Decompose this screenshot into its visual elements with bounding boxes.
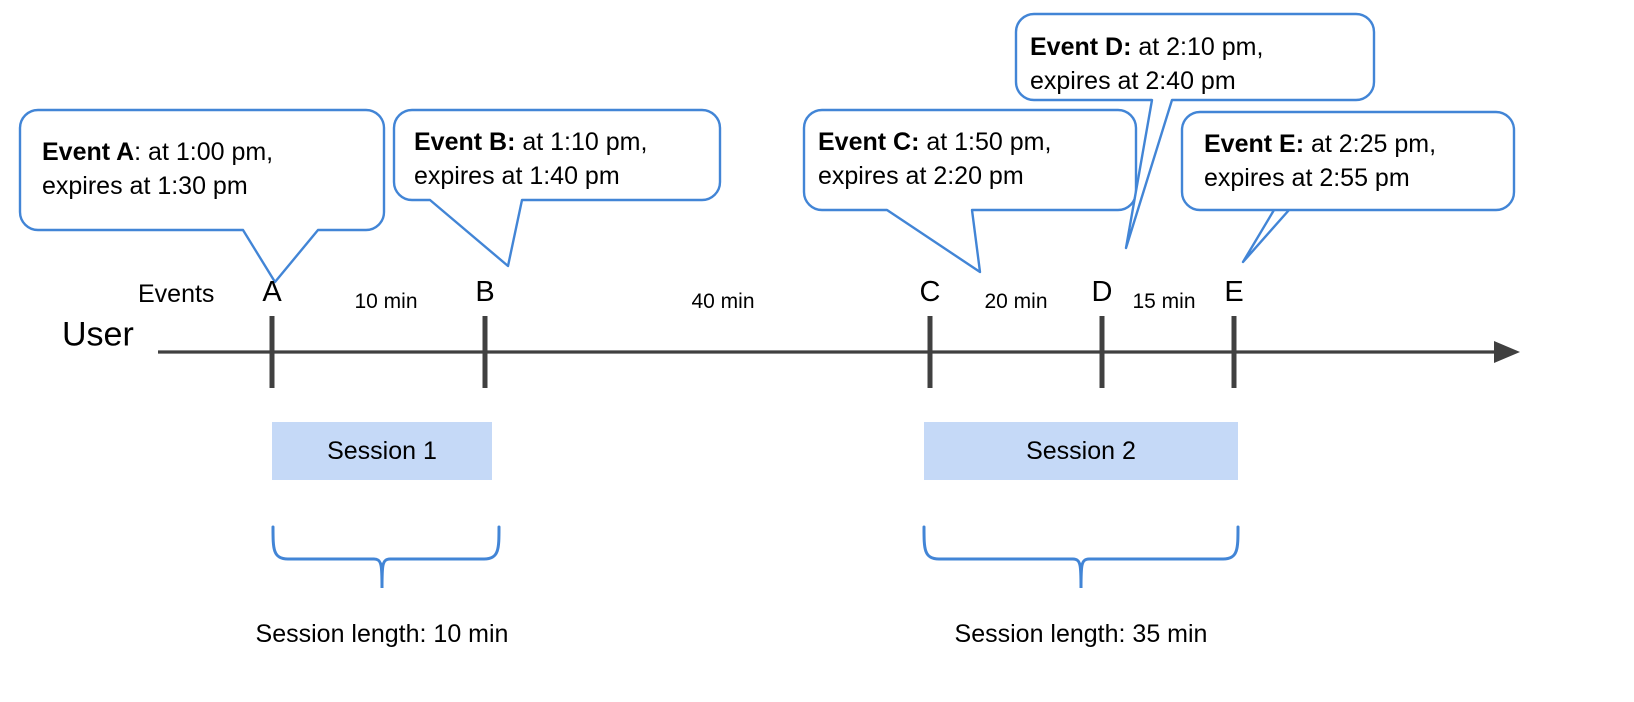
gap-label-d-e: 15 min [1132,290,1196,313]
session-length-label-session-1: Session length: 10 min [255,620,509,648]
session-label-session-1: Session 1 [327,437,437,465]
callout-bubble-event-b[interactable] [392,108,722,268]
axis-events-label: Events [138,280,215,308]
callout-bubble-event-c[interactable] [802,108,1138,274]
timeline-axis [158,341,1520,363]
tick-letter-c: C [919,276,941,308]
axis-arrowhead [1494,341,1520,363]
gap-label-a-b: 10 min [354,290,418,313]
session-box-session-1[interactable] [272,422,492,480]
session-braces [271,525,1240,589]
callout-bubble-event-d[interactable] [1014,12,1376,250]
tick-letter-a: A [262,276,282,308]
session-box-session-2[interactable] [924,422,1238,480]
session-length-label-session-2: Session length: 35 min [954,620,1208,648]
session-boxes [272,422,1238,480]
axis-row-label-user: User [62,315,134,354]
brace-session-1 [271,525,501,589]
callout-shapes [18,12,1516,284]
session-label-session-2: Session 2 [1026,437,1136,465]
brace-session-2 [922,525,1240,589]
gap-label-b-c: 40 min [691,290,755,313]
tick-letter-b: B [475,276,495,308]
gap-label-c-d: 20 min [984,290,1048,313]
callout-bubble-event-e[interactable] [1180,110,1516,264]
tick-letter-e: E [1224,276,1244,308]
tick-letter-d: D [1091,276,1113,308]
callout-bubble-event-a[interactable] [18,108,386,284]
axis-ticks [269,316,1237,388]
